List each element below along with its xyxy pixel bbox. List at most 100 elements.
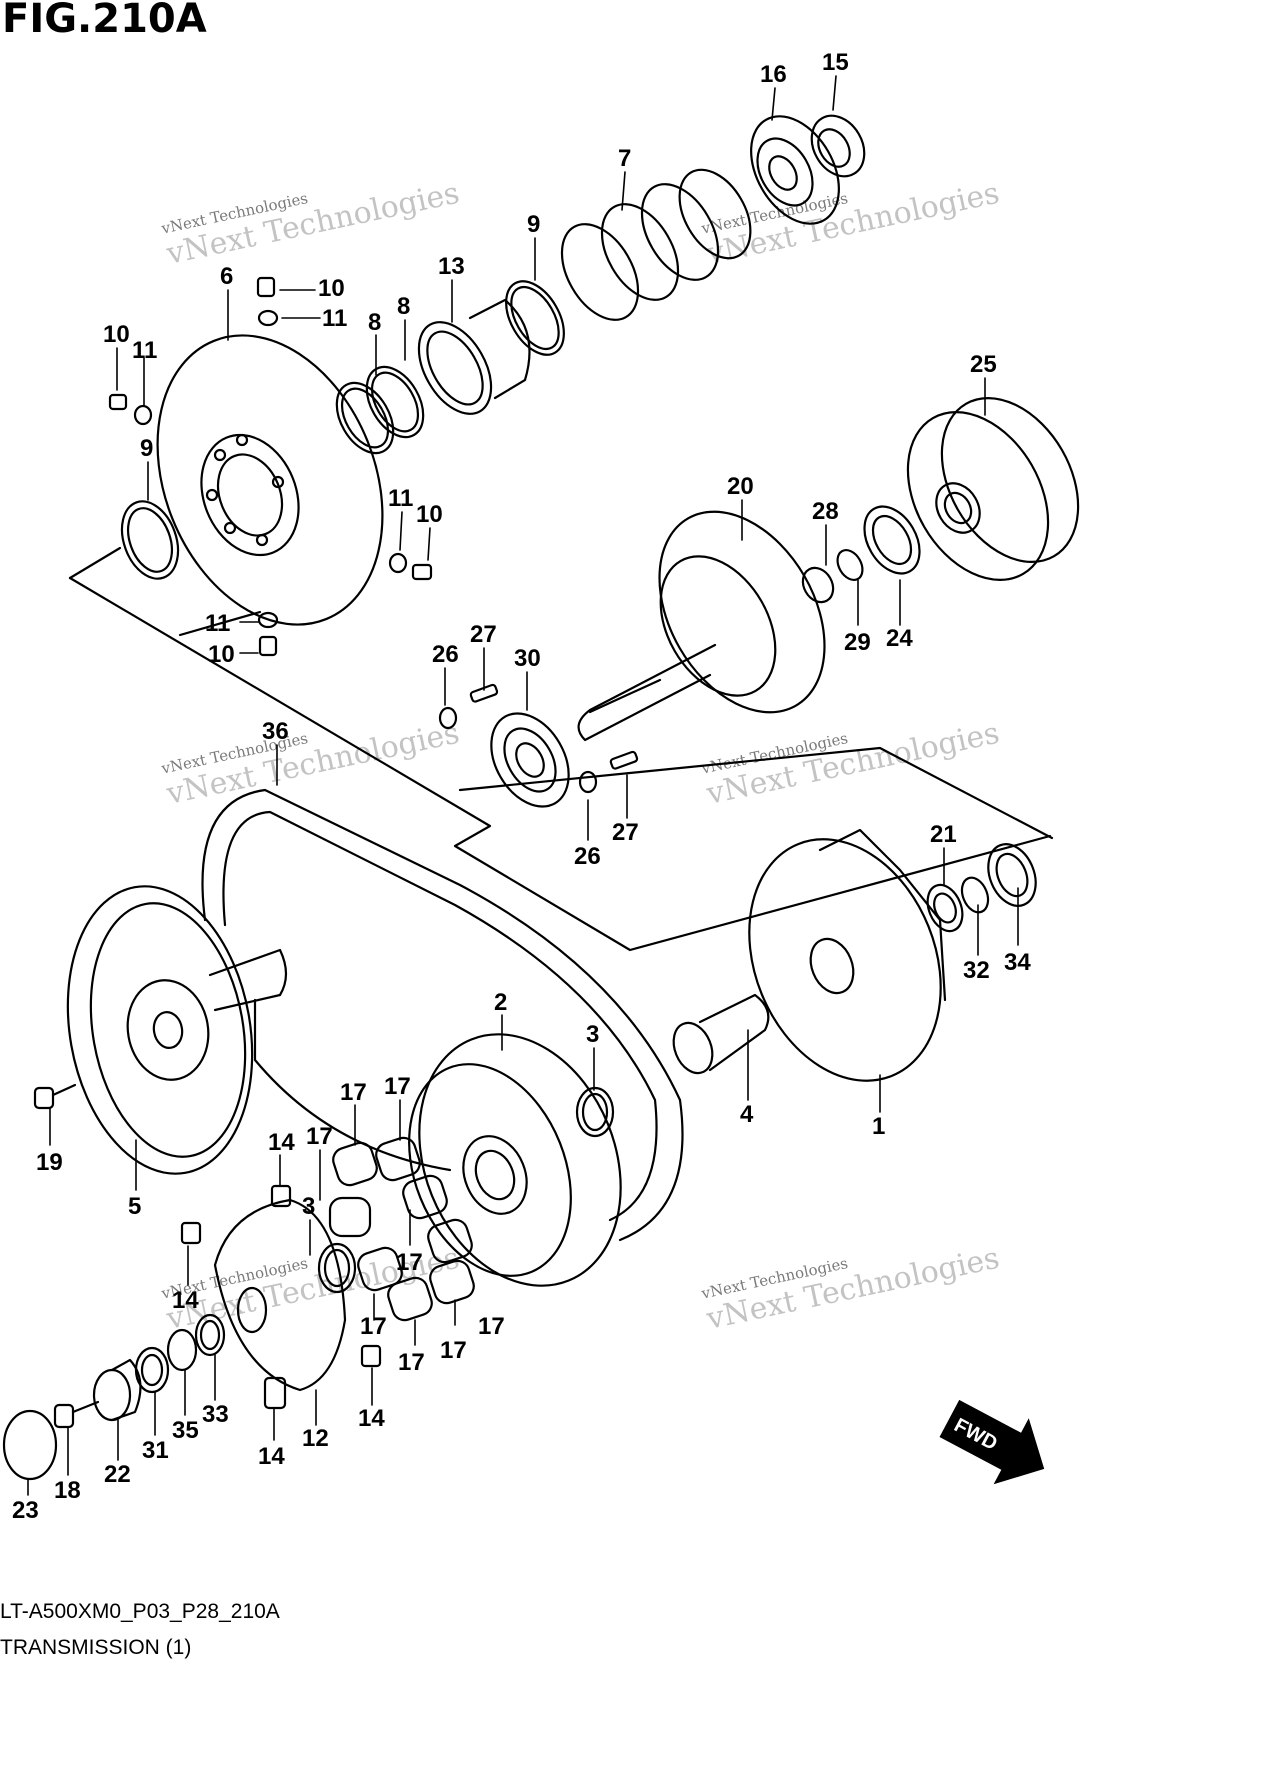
- callout-10: 10: [416, 501, 443, 528]
- part-33-ring: [194, 1313, 226, 1357]
- callout-15: 15: [822, 49, 849, 76]
- part-25-clutch-hub: [906, 396, 1080, 581]
- part-17-roller: [375, 1136, 421, 1182]
- callout-9: 9: [140, 435, 153, 462]
- part-30-bearing: [490, 712, 570, 808]
- part-19-bolt: [33, 1083, 77, 1110]
- callout-12: 12: [302, 1425, 329, 1452]
- part-2-movable-drive-face: [408, 1033, 622, 1287]
- part-14-slider: [270, 1184, 292, 1208]
- callout-14: 14: [258, 1443, 285, 1470]
- callout-16: 16: [760, 61, 787, 88]
- callout-10: 10: [103, 321, 130, 348]
- shaft-axis: [178, 610, 262, 637]
- callout-labels: 15 16 7 9 13 6 10 11 8 8 10 11 9 11 10 1…: [12, 49, 1031, 1524]
- callout-17: 17: [396, 1249, 423, 1276]
- callout-10: 10: [208, 641, 235, 668]
- part-3-bush: [317, 1242, 357, 1294]
- callout-17: 17: [478, 1313, 505, 1340]
- callout-11: 11: [132, 337, 157, 364]
- part-14-slider: [180, 1221, 202, 1245]
- callout-3: 3: [586, 1021, 599, 1048]
- part-12-ramp-plate: [213, 1198, 347, 1392]
- part-17-roller: [429, 1259, 475, 1305]
- part-26-washer: [438, 706, 458, 730]
- part-10-pin: [108, 393, 128, 411]
- callout-3: 3: [302, 1193, 315, 1220]
- figure-title: FIG.210A: [2, 0, 207, 42]
- callout-17: 17: [440, 1337, 467, 1364]
- part-20-clutch-drum: [577, 510, 826, 742]
- callout-35: 35: [172, 1417, 199, 1444]
- figure-name: TRANSMISSION (1): [0, 1636, 192, 1659]
- part-10-pin: [256, 276, 276, 298]
- part-9-ring-upper: [505, 280, 565, 356]
- callout-10: 10: [318, 275, 345, 302]
- callout-4: 4: [740, 1101, 754, 1128]
- part-6-disc: [156, 334, 384, 626]
- part-14-slider: [263, 1376, 287, 1410]
- callout-14: 14: [268, 1129, 295, 1156]
- callout-17: 17: [340, 1079, 367, 1106]
- part-27-bolt: [469, 683, 499, 703]
- part-23-cap: [2, 1409, 58, 1481]
- part-10-pin: [258, 635, 278, 657]
- callout-2: 2: [494, 989, 507, 1016]
- callout-17: 17: [306, 1123, 333, 1150]
- assembly-outline-right: [458, 746, 1054, 840]
- part-9-ring-lower: [120, 500, 180, 580]
- part-7-spring: [560, 168, 752, 321]
- callout-31: 31: [142, 1437, 169, 1464]
- callout-25: 25: [970, 351, 997, 378]
- part-17-roller: [332, 1141, 378, 1187]
- callout-30: 30: [514, 645, 541, 672]
- leader-lines: [27, 75, 1019, 1496]
- part-11-bushing: [257, 309, 279, 327]
- part-29-washer: [836, 548, 864, 582]
- callout-36: 36: [262, 718, 289, 745]
- callout-8: 8: [368, 309, 381, 336]
- callout-7: 7: [618, 145, 631, 172]
- part-18-bolt: [53, 1400, 100, 1429]
- callout-27: 27: [612, 819, 639, 846]
- part-17-roller: [402, 1174, 448, 1220]
- callout-18: 18: [54, 1477, 81, 1504]
- part-13-sleeve: [417, 298, 531, 415]
- callout-17: 17: [384, 1073, 411, 1100]
- part-5-driven-face: [66, 885, 288, 1175]
- part-11-bushing: [257, 611, 279, 629]
- callout-20: 20: [727, 473, 754, 500]
- callout-34: 34: [1004, 949, 1031, 976]
- part-4-collar: [672, 993, 770, 1075]
- part-34-oil-seal: [987, 843, 1037, 907]
- part-28-nut: [801, 566, 835, 604]
- part-32-washer: [960, 876, 990, 914]
- callout-28: 28: [812, 498, 839, 525]
- part-10-pin: [411, 563, 433, 581]
- callout-26: 26: [574, 843, 601, 870]
- callout-22: 22: [104, 1461, 131, 1488]
- callout-33: 33: [202, 1401, 229, 1428]
- part-27-bolt: [609, 750, 639, 770]
- assembly-outline-upper: [68, 546, 122, 580]
- part-35-washer: [166, 1328, 198, 1372]
- callout-13: 13: [438, 253, 465, 280]
- part-17-roller: [357, 1246, 403, 1292]
- part-15-nut: [810, 114, 866, 178]
- callout-29: 29: [844, 629, 871, 656]
- part-1-fixed-drive-face: [748, 828, 947, 1082]
- callout-23: 23: [12, 1497, 39, 1524]
- callout-17: 17: [398, 1349, 425, 1376]
- part-11-bushing: [388, 552, 408, 574]
- callout-27: 27: [470, 621, 497, 648]
- callout-8: 8: [397, 293, 410, 320]
- callout-9: 9: [527, 211, 540, 238]
- assembly-outline-upper: [68, 576, 1052, 952]
- part-17-roller: [427, 1218, 473, 1264]
- callout-5: 5: [128, 1193, 141, 1220]
- callout-24: 24: [886, 625, 913, 652]
- callout-17: 17: [360, 1313, 387, 1340]
- part-11-bushing: [133, 404, 153, 426]
